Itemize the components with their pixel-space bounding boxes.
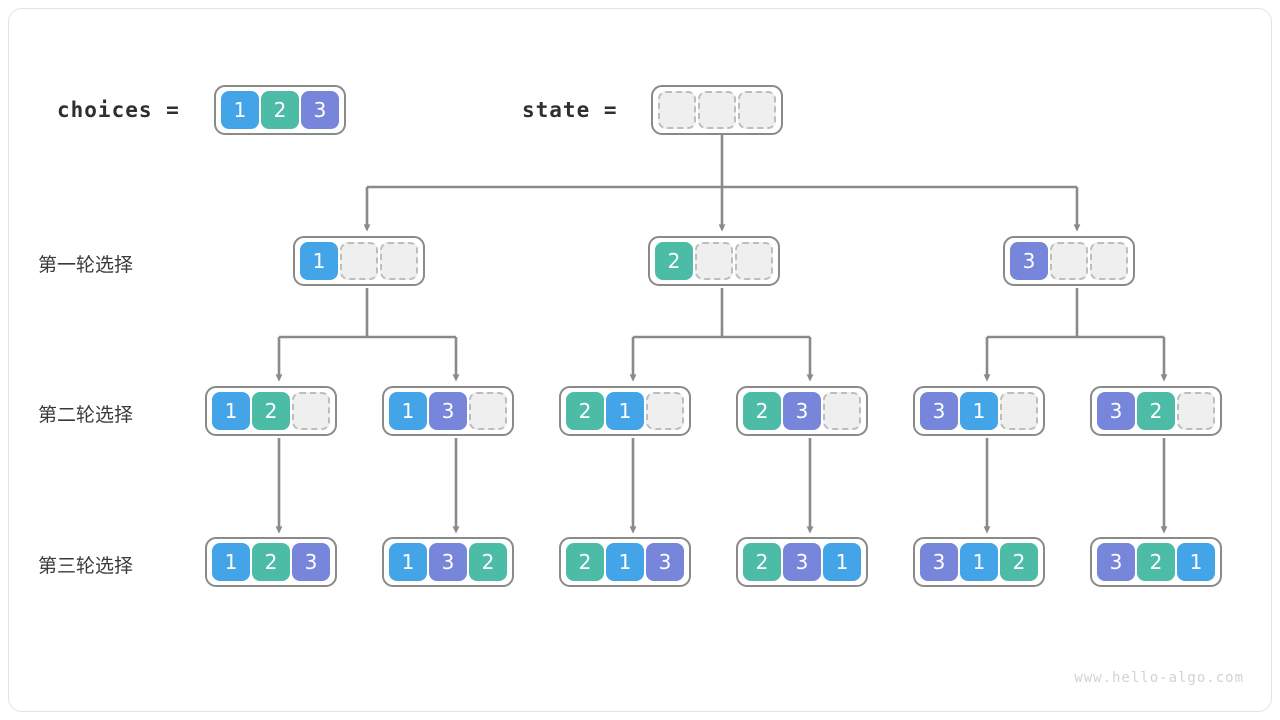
node-r1-n1-cell-0: 1 [300,242,338,280]
choices-cell-2: 3 [301,91,339,129]
node-r3-n6-cell-0: 3 [1097,543,1135,581]
node-r1-n3-cell-1 [1050,242,1088,280]
node-r2-n4-cell-2 [823,392,861,430]
watermark: www.hello-algo.com [1074,670,1244,686]
node-r3-n2-cell-2: 2 [469,543,507,581]
node-r1-n2-cell-1 [695,242,733,280]
node-r1-n1-cell-2 [380,242,418,280]
node-r3-n4-cell-2: 1 [823,543,861,581]
node-r1-n2-cell-0: 2 [655,242,693,280]
node-r3-n5-cell-0: 3 [920,543,958,581]
node-r3-n5-cell-2: 2 [1000,543,1038,581]
node-r2-n3-cell-2 [646,392,684,430]
node-r3-n2-cell-1: 3 [429,543,467,581]
state-cell-2 [738,91,776,129]
row-label-round-3: 第三轮选择 [38,555,134,577]
node-r2-n3-cell-0: 2 [566,392,604,430]
node-r3-n2-cell-0: 1 [389,543,427,581]
node-r3-n3-cell-2: 3 [646,543,684,581]
tree-node-r1-n3: 3 [1003,236,1135,286]
node-r2-n1-cell-1: 2 [252,392,290,430]
choices-cell-1: 2 [261,91,299,129]
state-array [651,85,783,135]
node-r3-n6-cell-2: 1 [1177,543,1215,581]
node-r1-n2-cell-2 [735,242,773,280]
node-r3-n1-cell-0: 1 [212,543,250,581]
choices-label: choices = [57,98,180,122]
node-r3-n3-cell-1: 1 [606,543,644,581]
node-r3-n1-cell-1: 2 [252,543,290,581]
choices-cell-0: 1 [221,91,259,129]
state-cell-0 [658,91,696,129]
node-r2-n2-cell-1: 3 [429,392,467,430]
node-r1-n3-cell-0: 3 [1010,242,1048,280]
node-r2-n5-cell-2 [1000,392,1038,430]
node-r2-n4-cell-0: 2 [743,392,781,430]
node-r2-n1-cell-2 [292,392,330,430]
state-cell-1 [698,91,736,129]
node-r2-n6-cell-1: 2 [1137,392,1175,430]
node-r2-n5-cell-1: 1 [960,392,998,430]
node-r2-n4-cell-1: 3 [783,392,821,430]
row-label-round-1: 第一轮选择 [38,254,134,276]
node-r3-n5-cell-1: 1 [960,543,998,581]
node-r3-n1-cell-2: 3 [292,543,330,581]
node-r2-n3-cell-1: 1 [606,392,644,430]
row-label-round-2: 第二轮选择 [38,404,134,426]
node-r2-n2-cell-0: 1 [389,392,427,430]
node-r2-n6-cell-0: 3 [1097,392,1135,430]
node-r2-n5-cell-0: 3 [920,392,958,430]
node-r3-n6-cell-1: 2 [1137,543,1175,581]
node-r1-n3-cell-2 [1090,242,1128,280]
node-r2-n6-cell-2 [1177,392,1215,430]
state-label: state = [522,98,618,122]
node-r3-n4-cell-0: 2 [743,543,781,581]
tree-node-r1-n1: 1 [293,236,425,286]
node-r2-n2-cell-2 [469,392,507,430]
node-r2-n1-cell-0: 1 [212,392,250,430]
tree-node-r1-n2: 2 [648,236,780,286]
node-r3-n3-cell-0: 2 [566,543,604,581]
node-r3-n4-cell-1: 3 [783,543,821,581]
diagram-frame [8,8,1272,712]
node-r1-n1-cell-1 [340,242,378,280]
